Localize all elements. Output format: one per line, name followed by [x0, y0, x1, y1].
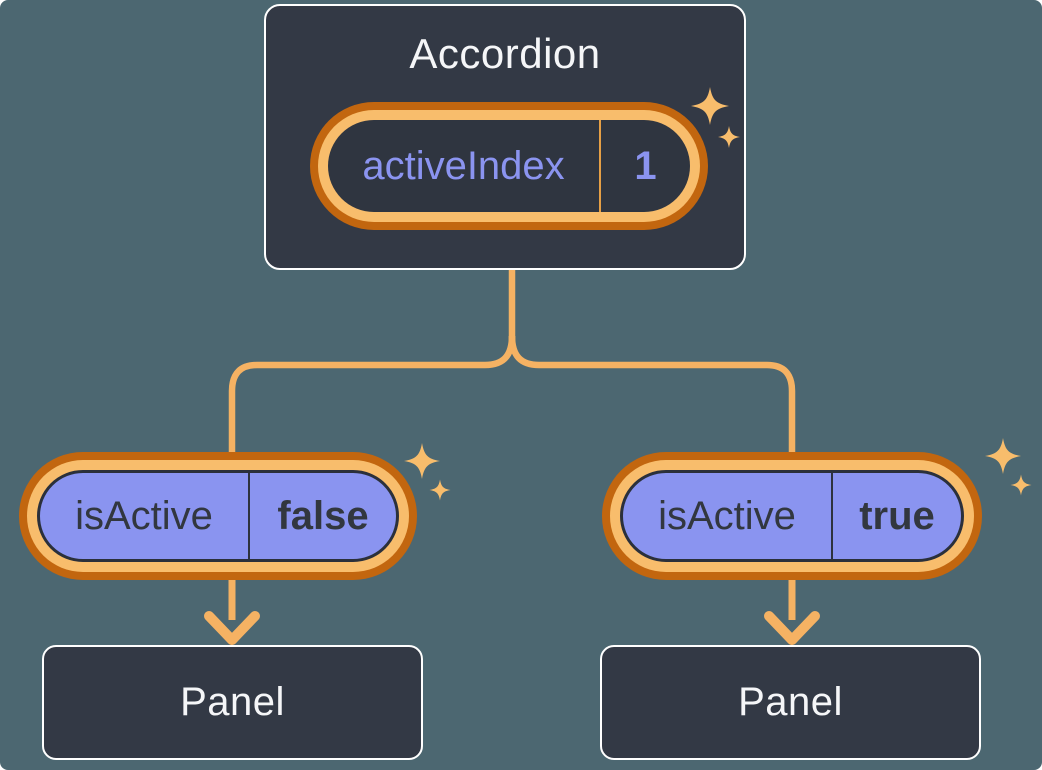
- sparkle-icon-left-large: [404, 443, 440, 479]
- state-pill-ring: activeIndex 1: [318, 110, 700, 222]
- prop-pill-left: isActive false: [19, 452, 417, 580]
- sparkle-icon-right-small: [1010, 474, 1032, 496]
- prop-pill-right-ring: isActive true: [610, 460, 974, 572]
- accordion-card: Accordion activeIndex 1: [264, 4, 746, 270]
- prop-pill-right: isActive true: [602, 452, 982, 580]
- prop-pill-left-value: false: [277, 493, 369, 538]
- state-pill-divider: [599, 120, 601, 212]
- tree-connector: [228, 268, 796, 458]
- prop-pill-left-divider: [248, 473, 250, 559]
- accordion-title: Accordion: [409, 30, 601, 77]
- down-arrow-icon-right: [764, 576, 820, 645]
- state-pill-label: activeIndex: [362, 143, 565, 188]
- panel-right: Panel: [600, 645, 981, 760]
- state-pill: activeIndex 1: [310, 102, 708, 230]
- prop-pill-left-label: isActive: [75, 493, 213, 538]
- panel-left-label: Panel: [180, 680, 285, 724]
- connector-branch-right: [508, 335, 796, 455]
- down-arrow-icon-left: [204, 578, 260, 645]
- panel-right-label: Panel: [738, 680, 843, 724]
- connector-branch-left: [228, 335, 516, 458]
- prop-pill-right-divider: [831, 473, 833, 559]
- prop-pill-left-ring: isActive false: [27, 460, 409, 572]
- state-pill-value: 1: [634, 143, 657, 188]
- panel-left: Panel: [42, 645, 423, 760]
- sparkle-icon-left-small: [429, 479, 451, 501]
- prop-pill-right-label: isActive: [658, 493, 796, 538]
- prop-pill-right-value: true: [859, 493, 935, 538]
- sparkle-icon-right-large: [985, 438, 1021, 474]
